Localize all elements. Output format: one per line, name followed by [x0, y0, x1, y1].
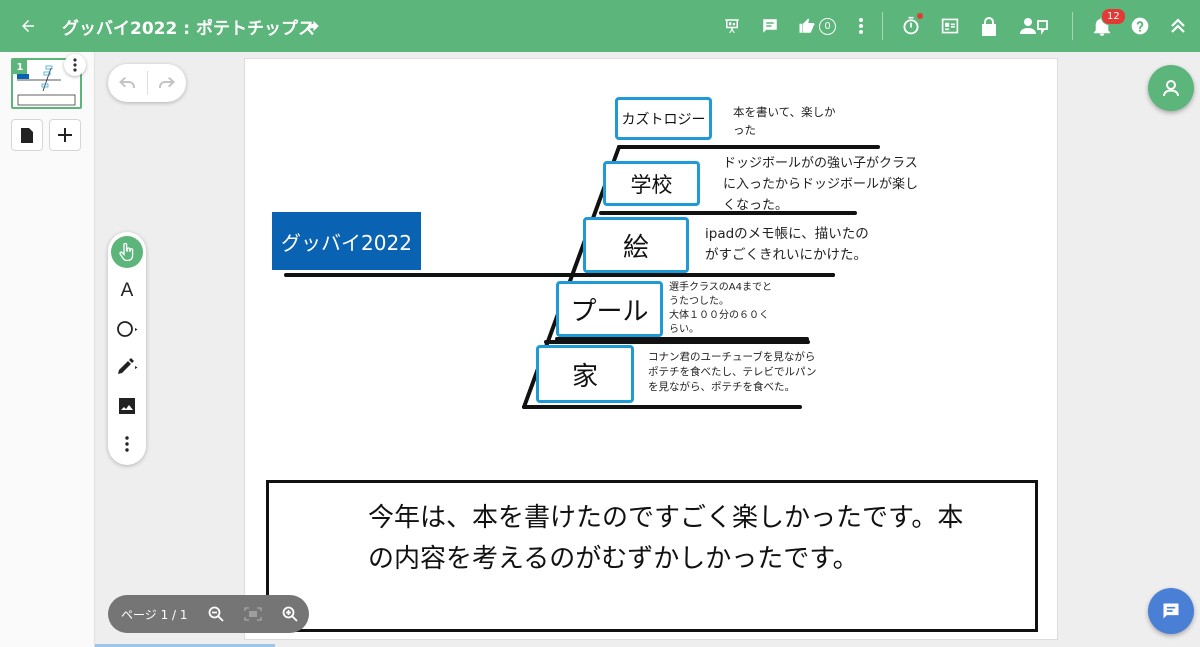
- page-menu-button[interactable]: [64, 54, 86, 76]
- document-icon: [21, 127, 33, 143]
- board-title[interactable]: グッバイ2022 : ポテトチップス: [62, 19, 315, 39]
- page-zoom-controls: ページ 1 / 1: [108, 595, 309, 633]
- undo-redo-group: [108, 64, 186, 102]
- timer-icon[interactable]: [898, 0, 924, 52]
- redo-icon: [158, 77, 175, 88]
- notification-badge: 12: [1101, 8, 1126, 25]
- back-arrow-icon[interactable]: [14, 0, 42, 52]
- like-button[interactable]: 0: [798, 0, 844, 52]
- pencil-icon: [118, 358, 138, 374]
- scroll-indicator: [95, 644, 275, 647]
- image-tool-button[interactable]: [111, 390, 143, 422]
- thumbnail-preview: [17, 65, 76, 106]
- branch-note-2: ドッジボールがの強い子がクラス に入ったからドッジボールが楽し くなった。: [723, 156, 919, 213]
- page-number: 1: [13, 60, 27, 74]
- branch-tag-4[interactable]: プール: [556, 281, 663, 337]
- fit-screen-icon: [244, 607, 262, 621]
- center-topic[interactable]: グッバイ2022: [272, 212, 421, 270]
- fit-screen-button[interactable]: [235, 595, 272, 633]
- chevron-up-double-icon[interactable]: [1166, 0, 1190, 52]
- like-count: 0: [819, 17, 836, 35]
- board-canvas[interactable]: グッバイ2022 カズトロジー 本を書いて、楽しか った 学校 ドッジボールがの…: [244, 58, 1058, 640]
- comment-icon[interactable]: [758, 0, 782, 52]
- reflection-box[interactable]: 今年は、本を書けたのですごく楽しかったです。本の内容を考えるのがむずかしかったで…: [266, 480, 1038, 632]
- branch-note-4: 選手クラスのA4までと うたつした。 大体１００分の６０く らい。: [669, 282, 773, 335]
- id-badge-icon[interactable]: [937, 0, 963, 52]
- more-vert-icon[interactable]: [852, 0, 870, 52]
- branch-tag-2[interactable]: 学校: [603, 161, 700, 206]
- lock-icon[interactable]: [977, 0, 1001, 52]
- undo-icon: [119, 77, 136, 88]
- branch-tag-1[interactable]: カズトロジー: [615, 97, 712, 140]
- presentation-icon[interactable]: [720, 0, 744, 52]
- more-vert-icon: [125, 436, 129, 452]
- branch-tag-3[interactable]: 絵: [583, 217, 689, 273]
- pen-tool-button[interactable]: [111, 351, 143, 383]
- divider: [146, 71, 148, 95]
- branch-note-1: 本を書いて、楽しか った: [733, 105, 836, 137]
- top-app-bar: グッバイ2022 : ポテトチップス 0 12: [0, 0, 1200, 52]
- text-tool-icon[interactable]: A: [120, 280, 134, 301]
- circle-shape-icon: [117, 321, 138, 337]
- share-arrow-icon[interactable]: [300, 0, 324, 52]
- page-indicator: ページ 1 / 1: [121, 607, 188, 622]
- more-tools-button[interactable]: [111, 428, 143, 460]
- timer-indicator-dot: [917, 13, 923, 19]
- tool-palette: A: [108, 232, 146, 465]
- page-template-button[interactable]: [11, 119, 43, 151]
- zoom-in-icon: [282, 606, 299, 622]
- thumbs-up-icon: [799, 18, 815, 33]
- plus-icon: [58, 128, 72, 142]
- image-icon: [119, 398, 135, 414]
- zoom-in-button[interactable]: [272, 595, 309, 633]
- divider: [882, 12, 883, 40]
- redo-button[interactable]: [147, 64, 186, 102]
- participants-fab[interactable]: [1148, 65, 1194, 111]
- people-icon[interactable]: [1014, 0, 1054, 52]
- branch-tag-5[interactable]: 家: [536, 345, 634, 403]
- branch-note-5: コナン君のユーチューブを見ながら ポテチを食べたし、テレビでルパン を見ながら、…: [648, 351, 817, 393]
- page-sidebar: [0, 52, 95, 647]
- chat-icon: [1163, 603, 1179, 619]
- add-page-button[interactable]: [49, 119, 81, 151]
- person-search-icon: [1163, 80, 1179, 97]
- undo-button[interactable]: [108, 64, 147, 102]
- chat-fab[interactable]: [1148, 588, 1194, 634]
- help-icon[interactable]: [1128, 0, 1152, 52]
- zoom-out-button[interactable]: [197, 595, 234, 633]
- divider: [1072, 12, 1073, 40]
- more-vert-icon: [73, 58, 77, 72]
- shape-tool-button[interactable]: [111, 313, 143, 345]
- zoom-out-icon: [208, 606, 224, 622]
- reflection-text: 今年は、本を書けたのですごく楽しかったです。本の内容を考えるのがむずかしかったで…: [368, 503, 964, 574]
- page-thumbnail[interactable]: 1: [11, 58, 82, 109]
- branch-note-3: ipadのメモ帳に、描いたの がすごくきれいにかけた。: [705, 226, 869, 263]
- hand-pointer-icon: [119, 243, 134, 261]
- hand-tool-button[interactable]: [111, 236, 143, 268]
